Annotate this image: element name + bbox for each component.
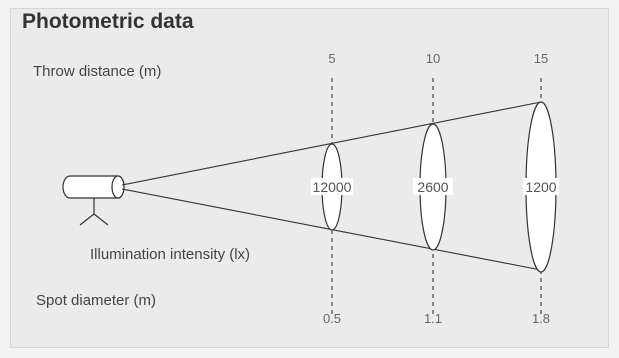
diameter-label: 0.5 [323,311,341,326]
page-title: Photometric data [22,10,194,33]
flashlight-icon [62,175,125,226]
diameter-label: 1.1 [424,311,442,326]
distance-label: 5 [328,51,335,66]
distance-label: 15 [534,51,548,66]
diameter-label: 1.8 [532,311,550,326]
illumination-label: Illumination intensity (lx) [90,246,251,263]
lux-value: 1200 [525,179,556,195]
station-15m: 15 1200 1.8 [523,51,559,326]
spot-diameter-label: Spot diameter (m) [36,292,157,309]
lux-value: 2600 [417,179,448,195]
distance-label: 10 [426,51,440,66]
lux-label-bg [523,178,559,195]
lux-label-bg [413,178,453,195]
station-5m: 5 12000 0.5 [311,51,353,326]
throw-distance-label: Throw distance (m) [33,63,162,80]
lux-label-bg [311,178,353,195]
lux-value: 12000 [313,179,352,195]
station-10m: 10 2600 1.1 [413,51,453,326]
